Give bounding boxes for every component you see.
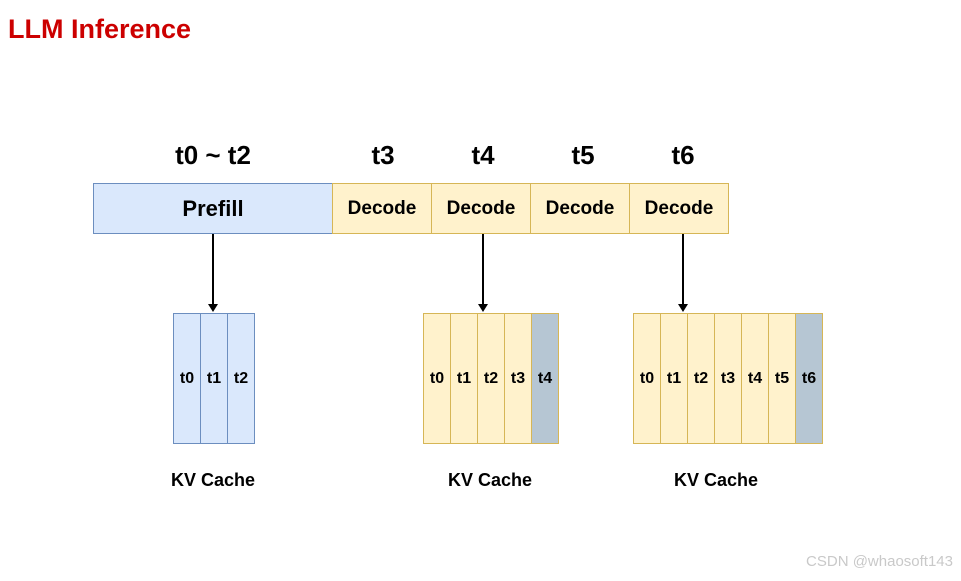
arrow-prefill-to-kvcache-icon <box>206 234 220 312</box>
kv-cache-cell: t3 <box>714 313 742 444</box>
kv-cache-caption-3: KV Cache <box>673 470 759 490</box>
kv-cache-cell: t1 <box>200 313 228 444</box>
time-label-t4: t4 <box>471 139 495 170</box>
kv-cache-cell-new: t6 <box>795 313 823 444</box>
kv-cache-cell: t1 <box>660 313 688 444</box>
time-label-t3: t3 <box>371 139 395 170</box>
arrow-shaft <box>212 234 214 304</box>
kv-cache-cell: t4 <box>741 313 769 444</box>
kv-cache-after-decode-t6: t0 t1 t2 t3 t4 t5 t6 <box>633 313 823 444</box>
kv-cache-after-decode-t4: t0 t1 t2 t3 t4 <box>423 313 559 444</box>
arrow-decode-t6-to-kvcache-icon <box>676 234 690 312</box>
decode-block-t5: Decode <box>530 183 630 234</box>
kv-cache-cell: t0 <box>423 313 451 444</box>
time-label-t5: t5 <box>571 139 595 170</box>
kv-cache-caption-1: KV Cache <box>170 470 256 490</box>
kv-cache-cell: t0 <box>633 313 661 444</box>
kv-cache-cell: t0 <box>173 313 201 444</box>
kv-cache-cell: t2 <box>227 313 255 444</box>
prefill-block: Prefill <box>93 183 333 234</box>
time-label-t0-t2: t0 ~ t2 <box>175 139 251 170</box>
arrow-head-icon <box>478 304 488 312</box>
decode-block-t3: Decode <box>332 183 432 234</box>
arrow-shaft <box>682 234 684 304</box>
page-title: LLM Inference <box>8 14 192 44</box>
kv-cache-cell-new: t4 <box>531 313 559 444</box>
kv-cache-caption-2: KV Cache <box>447 470 533 490</box>
arrow-shaft <box>482 234 484 304</box>
arrow-head-icon <box>678 304 688 312</box>
watermark: CSDN @whaosoft143 <box>806 553 953 570</box>
decode-block-t6: Decode <box>629 183 729 234</box>
kv-cache-after-prefill: t0 t1 t2 <box>173 313 255 444</box>
arrow-head-icon <box>208 304 218 312</box>
time-label-t6: t6 <box>671 139 695 170</box>
decode-block-t4: Decode <box>431 183 531 234</box>
kv-cache-cell: t3 <box>504 313 532 444</box>
timeline-time-labels: t0 ~ t2 t3 t4 t5 t6 <box>93 136 733 174</box>
kv-cache-cell: t2 <box>687 313 715 444</box>
arrow-decode-t4-to-kvcache-icon <box>476 234 490 312</box>
kv-cache-cell: t5 <box>768 313 796 444</box>
kv-cache-cell: t2 <box>477 313 505 444</box>
inference-timeline-bar: Prefill Decode Decode Decode Decode <box>93 183 729 234</box>
kv-cache-cell: t1 <box>450 313 478 444</box>
